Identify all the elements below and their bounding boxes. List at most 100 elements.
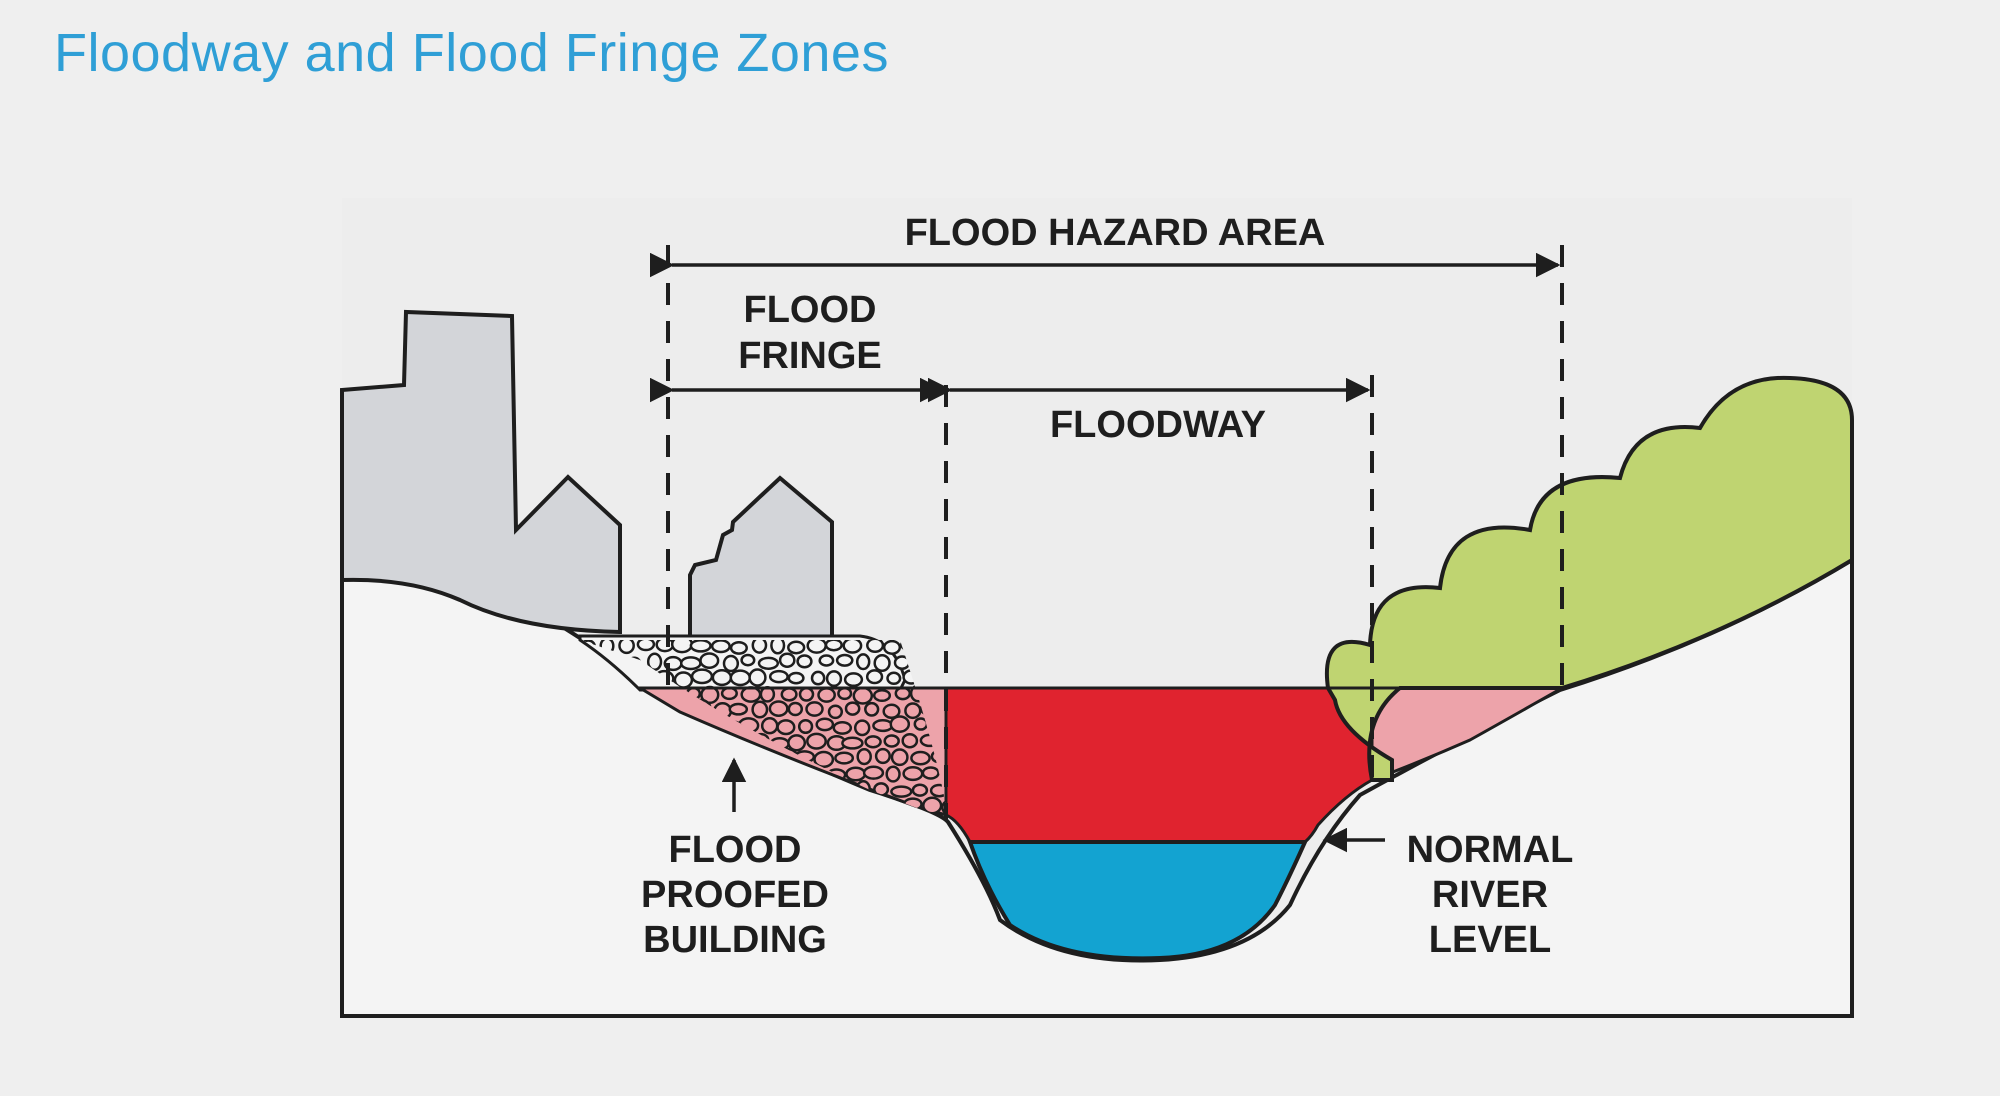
pebble	[618, 640, 635, 655]
label-floodway: FLOODWAY	[1050, 404, 1266, 446]
pebble	[655, 640, 675, 653]
pebble	[646, 652, 663, 672]
trees	[1324, 375, 1854, 782]
pebble	[890, 785, 913, 798]
pebble	[835, 653, 854, 667]
pebble	[855, 653, 871, 671]
pebble	[710, 640, 731, 654]
pebble	[806, 640, 827, 654]
pebble	[921, 766, 940, 780]
pebble	[852, 686, 874, 705]
pebble	[865, 669, 884, 685]
pebble	[885, 765, 901, 783]
pebble	[872, 719, 894, 733]
pebble	[864, 701, 880, 717]
pebble	[796, 654, 813, 669]
pebble	[787, 671, 805, 685]
pebble	[825, 670, 843, 688]
pebble	[883, 734, 900, 748]
pebble	[813, 750, 835, 769]
pebble	[827, 704, 844, 720]
label-normal-river-1: NORMAL	[1407, 829, 1574, 871]
pebble	[832, 720, 853, 735]
pebble	[776, 719, 796, 736]
pebble	[866, 640, 885, 654]
pebble	[751, 640, 768, 654]
fringe-water-right	[1370, 686, 1568, 783]
label-flood-hazard-area: FLOOD HAZARD AREA	[905, 212, 1326, 254]
pebble	[729, 669, 752, 687]
pebble	[711, 669, 733, 687]
pebble	[770, 640, 786, 655]
floodway-water	[944, 686, 1374, 844]
pebble	[787, 701, 804, 717]
pebble	[882, 640, 902, 655]
pebble	[689, 640, 712, 653]
tall-building	[340, 309, 622, 635]
pebble	[824, 640, 843, 652]
pebble	[889, 715, 911, 733]
pebble	[853, 719, 871, 737]
label-flood-fringe-1: FLOOD	[744, 289, 877, 331]
pebble	[890, 748, 909, 767]
pebble	[810, 670, 826, 686]
pebble	[768, 700, 789, 717]
pebble	[856, 747, 872, 766]
pebble	[690, 668, 714, 685]
pebble	[728, 702, 749, 716]
pebble	[910, 750, 931, 766]
pebble	[817, 687, 836, 703]
pebble	[798, 686, 815, 702]
pebble	[901, 732, 919, 749]
normal-river	[967, 840, 1309, 961]
pebble	[842, 640, 863, 654]
pebble	[837, 686, 853, 701]
pebble	[797, 718, 814, 735]
pebble	[722, 654, 740, 673]
pebble	[805, 701, 824, 717]
pebble	[844, 701, 861, 716]
label-flood-proofed-2: PROOFED	[641, 874, 829, 916]
pebble	[787, 734, 807, 752]
pebble	[818, 654, 835, 667]
pebble	[882, 703, 901, 720]
boundary-lines	[666, 245, 1564, 820]
pebble	[886, 671, 902, 686]
label-flood-proofed-1: FLOOD	[669, 829, 802, 871]
pebble	[740, 653, 756, 667]
pebble	[864, 735, 882, 749]
pebble	[834, 751, 855, 765]
pebble	[862, 765, 885, 780]
pebble	[845, 766, 867, 782]
page-title: Floodway and Flood Fringe Zones	[54, 23, 889, 83]
label-flood-fringe-2: FRINGE	[738, 335, 882, 377]
label-normal-river-2: RIVER	[1432, 874, 1548, 916]
pebble	[872, 688, 892, 703]
pebble	[873, 653, 891, 673]
pebble	[904, 702, 922, 720]
pebble	[874, 747, 891, 765]
label-normal-river-3: LEVEL	[1429, 919, 1551, 961]
pebble	[778, 652, 796, 668]
pebble	[748, 668, 767, 687]
pebble	[806, 732, 827, 750]
pebble	[699, 652, 720, 669]
pebble	[760, 717, 779, 735]
pebble	[679, 656, 702, 671]
pebble	[780, 687, 798, 702]
pebble	[911, 783, 929, 797]
pebble	[740, 686, 762, 703]
pebble	[636, 640, 656, 652]
pebble	[843, 672, 864, 688]
pebble	[815, 717, 835, 732]
pebble	[902, 766, 924, 782]
pebble	[922, 796, 943, 815]
pebble	[787, 640, 806, 655]
pebble	[757, 656, 780, 670]
pebble	[768, 669, 789, 684]
pebble	[841, 736, 864, 750]
pebble	[720, 686, 738, 701]
label-flood-proofed-3: BUILDING	[643, 919, 827, 961]
